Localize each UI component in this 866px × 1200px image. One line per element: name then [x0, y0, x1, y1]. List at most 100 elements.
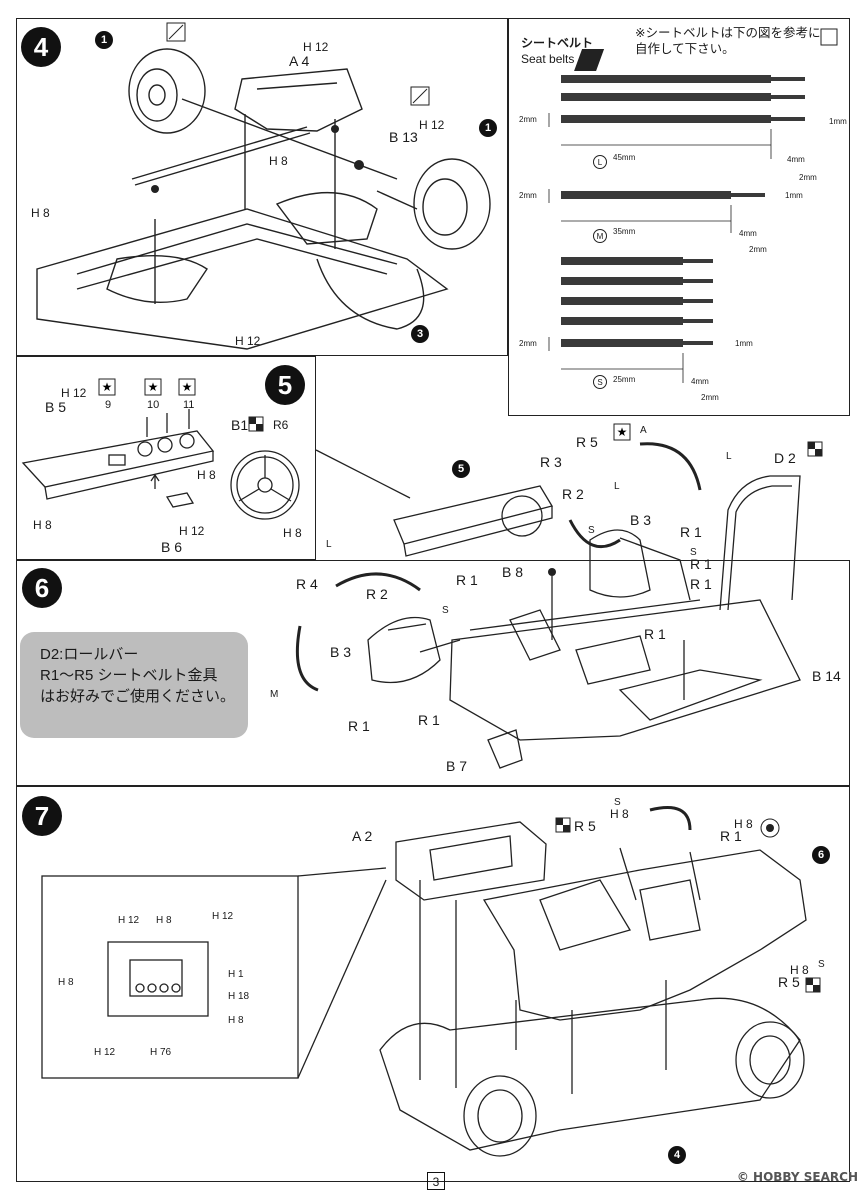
note-line-1: D2:ロールバー	[40, 646, 139, 663]
part-label-r5: R 5	[778, 974, 800, 990]
part-label-h8: H 8	[197, 468, 216, 482]
belt-tag-s: S	[690, 547, 697, 558]
inset-label-h18: H 18	[228, 991, 250, 1002]
dim-l-width: 2mm	[519, 115, 537, 124]
part-label-b13: B 13	[389, 129, 418, 145]
step-7-panel	[16, 786, 850, 1182]
svg-text:★: ★	[617, 425, 628, 439]
dim-s-width: 2mm	[519, 339, 537, 348]
belt-tag-s: S	[593, 375, 607, 389]
part-label-b6: B 6	[161, 539, 183, 555]
part-label-r1: R 1	[644, 626, 666, 642]
part-label-a4: A 4	[289, 53, 310, 69]
inset-label-h12: H 12	[212, 911, 234, 922]
part-label-r3: R 3	[540, 454, 562, 470]
dim-s-gap: 2mm	[701, 393, 719, 402]
belt-tag-l: L	[614, 481, 620, 492]
part-label-r1: R 1	[690, 556, 712, 572]
belt-tag-s: S	[588, 525, 595, 536]
dim-s-tip: 1mm	[735, 339, 753, 348]
part-label-h8: H 8	[33, 518, 52, 532]
part-label-h12: H 12	[61, 386, 87, 400]
dim-l-tip-length: 4mm	[787, 155, 805, 164]
watermark: © HOBBY SEARCH	[736, 1170, 858, 1184]
belt-tag-l: L	[726, 451, 732, 462]
step-7-number: 7	[22, 796, 62, 836]
dim-m-tip-length: 4mm	[739, 229, 757, 238]
step-6-number: 6	[22, 568, 62, 608]
belt-tag-l: L	[326, 539, 332, 550]
note-line-3: はお好みでご使用ください。	[40, 688, 236, 705]
part-label-b1: B1	[231, 417, 249, 433]
part-label-r4: R 4	[296, 576, 318, 592]
step-4-number: 4	[21, 27, 61, 67]
svg-text:★: ★	[182, 380, 193, 394]
seatbelt-panel: シートベルト Seat belts ※シートベルトは下の図を参考に自作して下さい…	[508, 18, 850, 416]
part-label-b7: B 7	[446, 758, 468, 774]
part-label-b3: B 3	[330, 644, 352, 660]
part-label-h8: H 8	[610, 807, 629, 821]
part-label-r1: R 1	[720, 828, 742, 844]
part-label-r1: R 1	[680, 524, 702, 540]
part-label-h8: H 8	[283, 526, 302, 540]
part-label-h8: H 8	[790, 963, 809, 977]
svg-text:★: ★	[102, 380, 113, 394]
dim-l-gap: 2mm	[799, 173, 817, 182]
belt-tag-m: M	[270, 689, 279, 700]
part-label-h12: H 12	[235, 334, 261, 348]
part-label-h12: H 12	[303, 40, 329, 54]
dim-s-length: 25mm	[613, 375, 636, 384]
part-label-b3: B 3	[630, 512, 652, 528]
callout-3: 3	[411, 325, 429, 343]
step-5-number: 5	[265, 365, 305, 405]
part-label-b14: B 14	[812, 668, 841, 684]
belt-tag-s: S	[818, 959, 825, 970]
seatbelt-title-en: Seat belts	[521, 52, 575, 66]
inset-label-h8: H 8	[228, 1015, 244, 1026]
part-label-h8: H 8	[734, 817, 753, 831]
seatbelt-instruction: ※シートベルトは下の図を参考に自作して下さい。	[635, 26, 821, 56]
step-5-illustration: ★ ★ ★	[21, 378, 300, 520]
part-label-h8: H 8	[31, 206, 50, 220]
svg-text:★: ★	[148, 380, 159, 394]
inset-label-h8: H 8	[58, 977, 74, 988]
dim-m-tip: 1mm	[785, 191, 803, 200]
part-label-b5: B 5	[45, 399, 67, 415]
part-label-r1: R 1	[456, 572, 478, 588]
dim-m-gap: 2mm	[749, 245, 767, 254]
page-number: 3	[427, 1172, 445, 1190]
inset-label-h12: H 12	[118, 915, 140, 926]
step-5-panel: 5 ★ ★ ★ B 5 B 6 B1 R6	[16, 356, 316, 560]
belt-tag-m: M	[593, 229, 607, 243]
part-label-r1: R 1	[690, 576, 712, 592]
part-label-r1: R 1	[348, 718, 370, 734]
part-label-b8: B 8	[502, 564, 524, 580]
step-4-panel: 4	[16, 18, 508, 356]
dim-l-tip: 1mm	[829, 117, 847, 126]
belt-tag-l: L	[593, 155, 607, 169]
gauge-10: 10	[147, 399, 160, 411]
part-label-h12: H 12	[179, 524, 205, 538]
callout-1: 1	[479, 119, 497, 137]
dim-m-length: 35mm	[613, 227, 636, 236]
part-label-r5: R 5	[576, 434, 598, 450]
inset-label-h8: H 8	[156, 915, 172, 926]
part-label-r6: R6	[273, 418, 289, 432]
callout-1: 1	[95, 31, 113, 49]
rollbar-note: D2:ロールバー R1～R5 シートベルト金具 はお好みでご使用ください。	[20, 632, 248, 738]
part-label-a2: A 2	[352, 828, 373, 844]
callout-4: 4	[668, 1146, 686, 1164]
part-label-r2: R 2	[562, 486, 584, 502]
part-label-r1: R 1	[418, 712, 440, 728]
note-line-2: R1～R5 シートベルト金具	[40, 667, 218, 684]
inset-label-h12: H 12	[94, 1047, 116, 1058]
part-label-h8: H 8	[269, 154, 288, 168]
step-4-illustration	[36, 22, 491, 350]
gauge-11: 11	[183, 399, 195, 411]
seatbelt-title-jp: シートベルト	[521, 36, 594, 50]
part-label-h12: H 12	[419, 118, 445, 132]
belt-tag-a: A	[640, 425, 647, 436]
part-label-r2: R 2	[366, 586, 388, 602]
dim-m-width: 2mm	[519, 191, 537, 200]
